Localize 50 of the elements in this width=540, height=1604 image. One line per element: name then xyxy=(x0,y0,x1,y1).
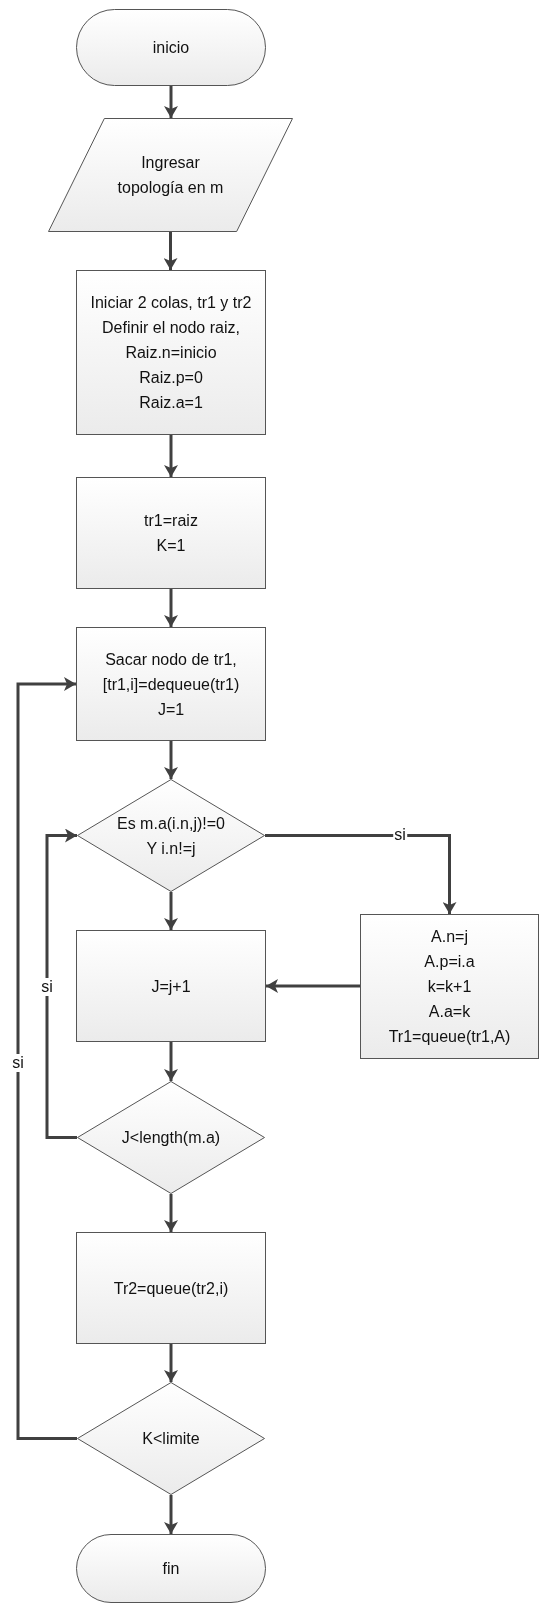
arrow xyxy=(164,589,178,627)
node-text: fin xyxy=(162,1559,180,1579)
node-text: Iniciar 2 colas, tr1 y tr2 xyxy=(90,293,252,313)
arrow xyxy=(164,1495,178,1534)
arrow xyxy=(164,86,178,118)
node-text: A.a=k xyxy=(428,1002,471,1022)
node-text: Es m.a(i.n,j)!=0 xyxy=(117,813,225,834)
process-box xyxy=(76,627,266,741)
arrow xyxy=(265,834,457,914)
edge-label: si xyxy=(11,1054,25,1072)
arrow xyxy=(45,828,77,1139)
arrow xyxy=(16,677,77,1440)
arrow xyxy=(164,1194,178,1232)
input-parallelogram xyxy=(48,118,293,232)
node-text: inicio xyxy=(152,38,190,58)
process-box xyxy=(360,914,539,1059)
process-box xyxy=(76,270,266,435)
decision-diamond xyxy=(77,1382,265,1495)
process-box xyxy=(76,930,266,1042)
node-text: J=1 xyxy=(157,699,185,720)
decision-diamond xyxy=(77,779,265,892)
node-text: Y i.n!=j xyxy=(146,838,196,859)
node-text: Tr2=queue(tr2,i) xyxy=(113,1278,229,1299)
node-text: K=1 xyxy=(156,536,186,556)
node-text: Definir el nodo raiz, xyxy=(102,318,240,338)
node-text: Tr1=queue(tr1,A) xyxy=(388,1027,511,1047)
node-text: tr1=raiz xyxy=(144,511,198,531)
edge-label: si xyxy=(40,978,54,996)
node-text: J=j+1 xyxy=(151,976,191,997)
arrow xyxy=(164,1042,178,1081)
node-text: A.n=j xyxy=(431,927,468,947)
node-text: Raiz.a=1 xyxy=(139,393,203,413)
node-text: [tr1,i]=dequeue(tr1) xyxy=(102,674,240,695)
node-text: Ingresar topología en m xyxy=(116,153,225,198)
node-text: A.p=i.a xyxy=(424,952,475,972)
arrow xyxy=(164,1344,178,1382)
node-text: J<length(m.a) xyxy=(121,1128,221,1148)
node-text: Sacar nodo de tr1, xyxy=(105,649,237,670)
arrow xyxy=(164,892,178,930)
node-text: K<limite xyxy=(142,1429,200,1449)
arrow xyxy=(163,232,178,270)
decision-diamond xyxy=(77,1081,265,1194)
arrow xyxy=(164,741,178,779)
node-text: Raiz.n=inicio xyxy=(125,343,217,363)
node-text: k=k+1 xyxy=(427,977,472,997)
process-box xyxy=(76,1232,266,1344)
node-text: Raiz.p=0 xyxy=(139,368,203,388)
arrow xyxy=(164,435,178,477)
arrow xyxy=(266,979,360,993)
process-box xyxy=(76,477,266,589)
